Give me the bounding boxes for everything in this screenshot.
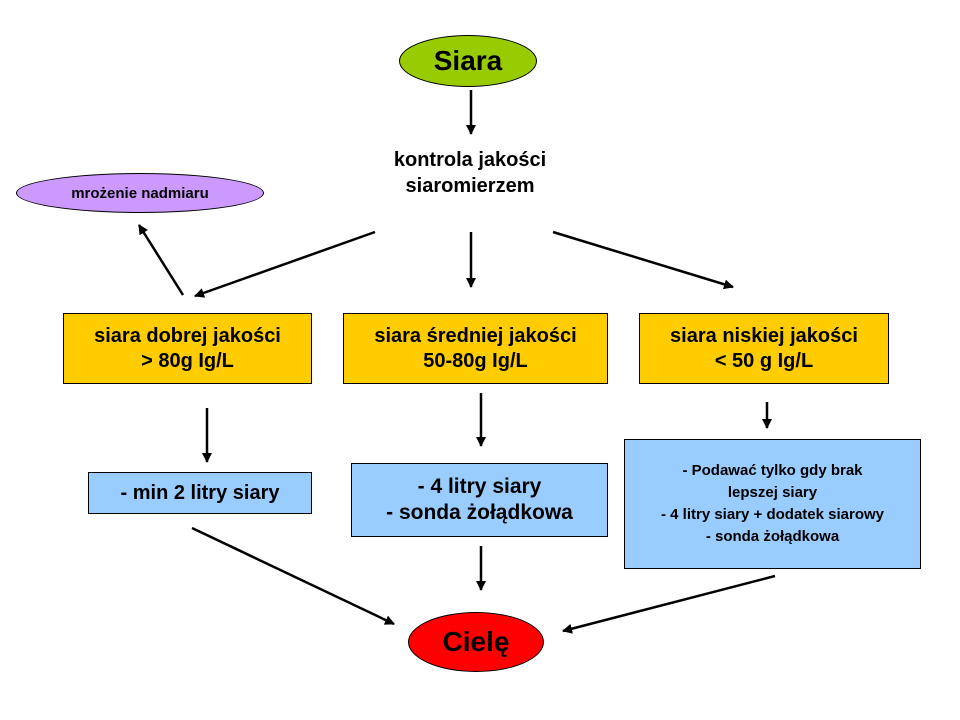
- niska-info-line-4: - sonda żołądkowa: [705, 528, 840, 545]
- dobra-line-2: > 80g Ig/L: [141, 349, 234, 372]
- srednia-box: siara średniej jakości 50-80g Ig/L: [343, 313, 608, 384]
- srednia-info-line-2: - sonda żołądkowa: [386, 501, 573, 524]
- mrozenie-label: mrożenie nadmiaru: [71, 184, 209, 202]
- kontrola-node: kontrola jakości siaromierzem: [360, 142, 580, 204]
- siara-label: Siara: [433, 45, 503, 76]
- srednia-line-1: siara średniej jakości: [374, 324, 577, 347]
- kontrola-line-2: siaromierzem: [405, 175, 535, 197]
- mrozenie-node: mrożenie nadmiaru: [16, 173, 264, 213]
- ciele-node: Cielę: [408, 612, 544, 672]
- siara-node: Siara: [399, 35, 537, 87]
- kontrola-line-1: kontrola jakości: [393, 149, 547, 171]
- niska-line-1: siara niskiej jakości: [670, 324, 858, 347]
- srednia-info-box: - 4 litry siary - sonda żołądkowa: [351, 463, 608, 537]
- dobra-info-label: - min 2 litry siary: [120, 481, 280, 504]
- dobra-line-1: siara dobrej jakości: [94, 324, 281, 347]
- niska-info-line-1: - Podawać tylko gdy brak: [682, 462, 863, 479]
- arrow-kontrola-to-niska: [552, 230, 734, 290]
- srednia-line-2: 50-80g Ig/L: [423, 349, 528, 372]
- ciele-label: Cielę: [442, 626, 510, 657]
- arrow-kontrola-to-dobra: [194, 230, 376, 298]
- niska-box: siara niskiej jakości < 50 g Ig/L: [639, 313, 889, 384]
- dobra-info-box: - min 2 litry siary: [88, 472, 312, 514]
- niska-info-box: - Podawać tylko gdy brak lepszej siary -…: [624, 439, 921, 569]
- arrow-niska-info-to-ciele: [562, 574, 776, 634]
- srednia-info-line-1: - 4 litry siary: [417, 475, 542, 498]
- arrow-dobra-to-mrozenie: [137, 224, 185, 296]
- niska-line-2: < 50 g Ig/L: [714, 349, 814, 372]
- dobra-box: siara dobrej jakości > 80g Ig/L: [63, 313, 312, 384]
- niska-info-line-3: - 4 litry siary + dodatek siarowy: [660, 506, 884, 523]
- arrow-dobra-info-to-ciele: [191, 526, 395, 626]
- niska-info-line-2: lepszej siary: [727, 484, 818, 501]
